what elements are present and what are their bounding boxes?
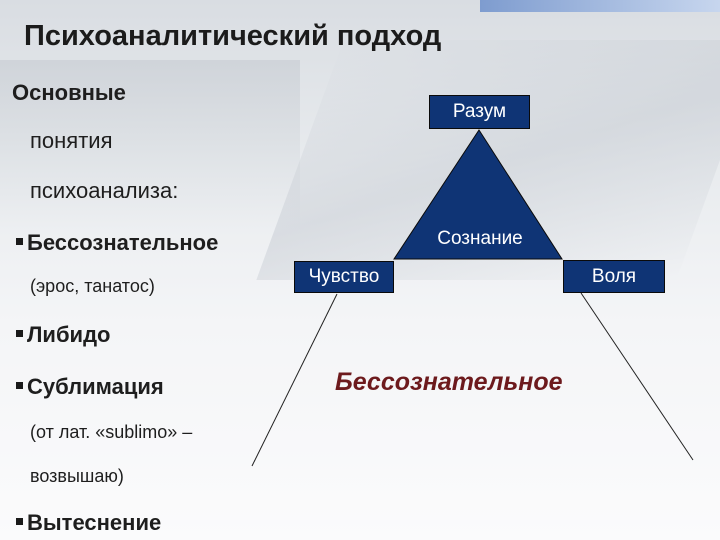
triangle-label: Сознание xyxy=(437,228,523,249)
bullet-item: Бессознательное xyxy=(16,230,218,256)
bullet-marker-icon xyxy=(16,517,23,525)
bullet-note: возвышаю) xyxy=(30,466,124,486)
intro-line: Основные xyxy=(12,80,126,105)
feeling-box: Чувство xyxy=(294,261,394,293)
will-box: Воля xyxy=(563,260,665,293)
diagram-right-line xyxy=(580,292,694,461)
bullet-term: Вытеснение xyxy=(27,510,162,535)
bullet-item: Либидо xyxy=(16,322,110,348)
bullet-marker-icon xyxy=(16,329,23,337)
bullet-marker-icon xyxy=(16,381,23,389)
bullet-note: (от лат. «sublimo» – xyxy=(30,422,193,442)
diagram-left-line xyxy=(251,293,338,467)
consciousness-triangle xyxy=(393,129,563,260)
intro-line: понятия xyxy=(30,128,113,153)
intro-line: психоанализа: xyxy=(30,178,179,203)
bullet-term: Бессознательное xyxy=(27,230,219,255)
bullet-term: Либидо xyxy=(27,322,111,347)
slide-title: Психоаналитический подход xyxy=(24,20,442,52)
bullet-term: Сублимация xyxy=(27,374,164,399)
decorative-top-bar xyxy=(480,0,720,12)
bullet-item: Вытеснение xyxy=(16,510,161,536)
background-shape xyxy=(0,60,300,230)
reason-box: Разум xyxy=(429,95,530,129)
bullet-marker-icon xyxy=(16,237,23,245)
bullet-note: (эрос, танатос) xyxy=(30,276,155,296)
bullet-item: Сублимация xyxy=(16,374,164,400)
unconscious-label: Бессознательное xyxy=(335,368,563,396)
